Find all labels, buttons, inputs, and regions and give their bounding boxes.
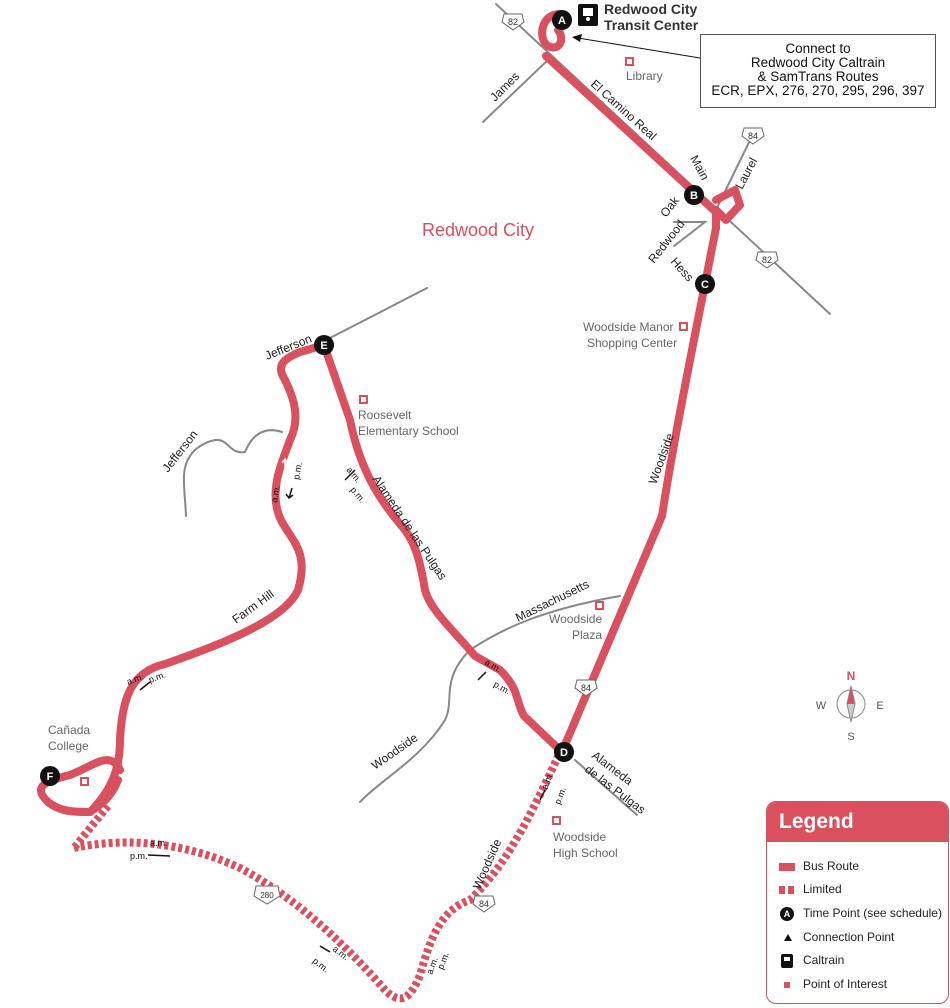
street-laurel: Laurel: [732, 155, 760, 191]
caltrain-icon: [779, 953, 795, 969]
compass-n: N: [847, 669, 856, 683]
time-point-f[interactable]: F: [40, 766, 60, 786]
pm-label-7: p.m.: [435, 951, 450, 971]
connection-point-icon: [779, 930, 795, 946]
street-hess: Hess: [668, 255, 697, 285]
direction-markers: a.m. p.m. a.m. p.m. a.m. p.m. a.m. p.m. …: [125, 457, 568, 976]
am-label-1: a.m.: [269, 484, 282, 503]
legend-limited: Limited: [779, 881, 842, 897]
caltrain-icon: [578, 4, 598, 26]
compass-s: S: [847, 731, 854, 743]
poi-canada-2: College: [48, 739, 89, 753]
bus-route-swatch: [779, 859, 795, 875]
poi-woodside-hs-2: High School: [553, 846, 618, 860]
poi-library: Library: [626, 69, 663, 83]
svg-text:C: C: [701, 279, 709, 291]
pm-label-8: p.m.: [552, 786, 567, 806]
time-point-d[interactable]: D: [554, 742, 574, 762]
legend-poi: Point of Interest: [779, 976, 887, 992]
connection-point-arrow: [572, 34, 701, 59]
am-label-8: a.m.: [539, 771, 554, 791]
callout-line-2: Redwood City Caltrain: [750, 55, 886, 70]
shield-84-mid: 84: [574, 679, 598, 697]
street-james: James: [487, 69, 522, 104]
legend-title: Legend: [767, 802, 948, 842]
pm-label-1: p.m.: [291, 461, 304, 480]
svg-text:84: 84: [479, 899, 489, 909]
shield-84-top: 84: [741, 127, 765, 145]
transit-center-line1: Redwood City: [604, 1, 698, 17]
svg-text:D: D: [560, 747, 568, 759]
poi-canada-1: Cañada: [48, 723, 90, 737]
highway-shields: 82 84 82 84 84 280: [253, 13, 779, 913]
limited-route: [70, 750, 564, 1003]
poi-icon: [779, 977, 795, 993]
time-point-e[interactable]: E: [314, 335, 334, 355]
street-el-camino: El Camino Real: [588, 77, 659, 143]
svg-text:82: 82: [508, 17, 518, 27]
callout-line-4: ECR, EPX, 276, 270, 295, 296, 397: [711, 83, 925, 98]
poi-woodside-manor-1: Woodside Manor: [583, 320, 674, 334]
time-point-b[interactable]: B: [684, 185, 704, 205]
legend-caltrain: Caltrain: [779, 952, 844, 968]
street-woodside-2: Woodside: [369, 730, 421, 772]
svg-text:A: A: [558, 15, 566, 27]
svg-text:280: 280: [260, 891, 274, 900]
pm-label-6: p.m.: [311, 956, 331, 975]
callout-line-1: Connect to: [785, 41, 851, 56]
compass-e: E: [876, 700, 883, 712]
time-points: A B C D E F: [40, 10, 715, 786]
pm-label-5: p.m.: [130, 851, 148, 861]
legend-connection-point: Connection Point: [779, 929, 894, 945]
poi-woodside-hs-1: Woodside: [553, 830, 606, 844]
compass: N S E W: [816, 669, 884, 743]
compass-w: W: [816, 700, 827, 712]
poi-roosevelt-2: Elementary School: [358, 424, 459, 438]
svg-text:82: 82: [762, 255, 772, 265]
connection-callout: Connect to Redwood City Caltrain & SamTr…: [700, 34, 936, 108]
time-point-a[interactable]: A: [552, 10, 572, 30]
svg-text:B: B: [690, 190, 698, 202]
city-label: Redwood City: [422, 220, 534, 240]
transit-center-line2: Transit Center: [604, 17, 699, 33]
svg-text:84: 84: [581, 683, 591, 693]
poi-woodside-plaza-2: Plaza: [572, 628, 602, 642]
svg-text:F: F: [47, 771, 54, 783]
time-point-c[interactable]: C: [695, 274, 715, 294]
street-oak: Oak: [657, 193, 682, 220]
poi-roosevelt-1: Roosevelt: [358, 408, 412, 422]
limited-swatch: [779, 882, 795, 898]
time-point-icon: A: [779, 906, 795, 922]
pm-label-2: p.m.: [348, 485, 367, 505]
am-label-5: a.m.: [150, 838, 168, 848]
street-main: Main: [687, 153, 712, 183]
poi-woodside-plaza-1: Woodside: [549, 612, 602, 626]
poi-woodside-manor-2: Shopping Center: [587, 336, 677, 350]
shield-82-top: 82: [501, 13, 525, 31]
svg-text:E: E: [320, 340, 327, 352]
shield-82-right: 82: [755, 251, 779, 269]
shield-84-low: 84: [472, 895, 496, 913]
svg-text:84: 84: [748, 131, 758, 141]
legend-bus-route: Bus Route: [779, 858, 859, 874]
points-of-interest: Library Woodside Manor Shopping Center R…: [48, 57, 688, 860]
street-alameda-1: Alameda de las Pulgas: [370, 473, 450, 583]
shield-280: 280: [253, 885, 281, 905]
callout-line-3: & SamTrans Routes: [757, 69, 879, 84]
